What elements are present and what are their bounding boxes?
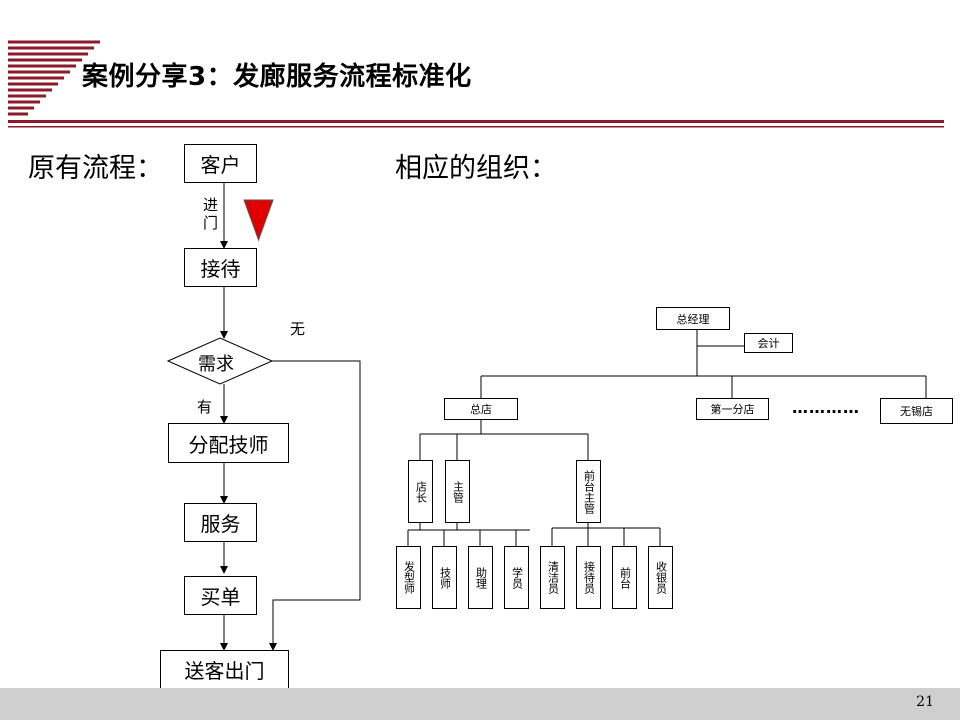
checkout-node: 买单 (184, 576, 257, 615)
assign-technician-node: 分配技师 (168, 423, 289, 463)
staff-box-front-desk: 前台 (612, 546, 637, 609)
reception-node: 接待 (184, 248, 257, 287)
wuxi-branch-box: 无锡店 (880, 398, 953, 424)
header-decoration (8, 40, 944, 128)
first-branch-box: 第一分店 (696, 398, 769, 420)
staff-box-stylist: 发型师 (396, 546, 421, 609)
accountant-box: 会计 (744, 333, 793, 353)
demand-node-label: 需求 (198, 354, 234, 375)
arrow-demand-none-seeoff (269, 360, 361, 651)
footer-bar: 21 (0, 688, 960, 720)
diagonal-stripes (8, 40, 100, 116)
headquarters-box: 总店 (444, 398, 518, 420)
service-node: 服务 (184, 503, 257, 542)
header-rule (8, 120, 944, 123)
see-off-node: 送客出门 (160, 650, 289, 689)
none-label: 无 (290, 320, 306, 338)
slide-title: 案例分享3：发廊服务流程标准化 (82, 62, 472, 92)
front-desk-supervisor-box: 前台主管 (576, 460, 601, 523)
general-manager-box: 总经理 (656, 307, 730, 330)
store-manager-box: 店长 (408, 460, 433, 523)
supervisor-box: 主管 (445, 460, 470, 523)
has-label: 有 (197, 398, 213, 416)
org-heading: 相应的组织： (395, 153, 557, 184)
header-rule-thin (8, 126, 944, 128)
staff-box-trainee: 学员 (504, 546, 529, 609)
staff-box-cashier: 收银员 (648, 546, 673, 609)
page-number: 21 (916, 694, 934, 710)
demand-decision (166, 337, 274, 385)
staff-box-cleaner: 清洁员 (540, 546, 565, 609)
more-branches-ellipsis: ………… (792, 398, 860, 417)
customer-node: 客户 (184, 144, 257, 183)
flow-heading: 原有流程： (28, 153, 163, 184)
staff-box-technician: 技师 (432, 546, 457, 609)
staff-box-receptionist: 接待员 (576, 546, 601, 609)
red-triangle-marker (243, 199, 274, 242)
staff-box-assistant: 助理 (468, 546, 493, 609)
enter-label: 进 门 (203, 196, 219, 232)
